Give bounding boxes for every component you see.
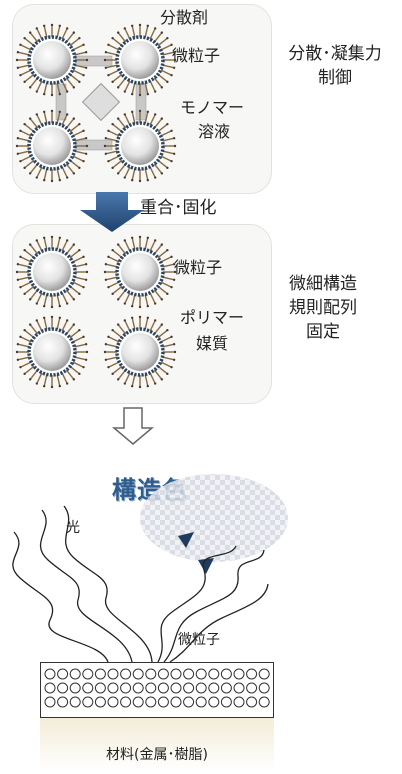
microparticle <box>103 23 177 97</box>
material-particle <box>220 696 232 708</box>
material-particle <box>258 696 270 708</box>
light-wave-2 <box>39 509 133 663</box>
material-particle <box>120 682 132 694</box>
material-particle <box>145 668 157 680</box>
polymerize-label: 重合･固化 <box>140 198 217 218</box>
material-particles <box>44 668 270 708</box>
light-wave-1 <box>12 531 109 663</box>
monomer-connectors <box>55 55 147 151</box>
material-particle <box>157 668 169 680</box>
particle-label-top: 微粒子 <box>172 46 221 65</box>
microparticle <box>103 315 177 389</box>
monomer-label: モノマー <box>180 98 245 117</box>
solution-label: 溶液 <box>198 122 231 141</box>
material-particle <box>258 682 270 694</box>
material-particle <box>69 696 81 708</box>
polymer-label: ポリマー <box>180 308 245 327</box>
material-particle <box>82 696 94 708</box>
material-particle <box>233 668 245 680</box>
material-particle <box>132 668 144 680</box>
microparticle <box>15 23 89 97</box>
light-label: 光 <box>66 520 80 536</box>
light-wave-4 <box>157 545 237 663</box>
material-particle <box>208 682 220 694</box>
material-particle <box>183 696 195 708</box>
microparticle <box>103 109 177 183</box>
material-particle <box>195 668 207 680</box>
particle-label-bottom: 微粒子 <box>178 632 220 648</box>
particle-label-mid: 微粒子 <box>174 258 223 277</box>
material-particle <box>145 696 157 708</box>
material-particle <box>170 682 182 694</box>
material-particle <box>44 696 56 708</box>
microparticle <box>15 235 89 309</box>
microparticle <box>103 235 177 309</box>
material-particle <box>170 668 182 680</box>
material-particle <box>183 668 195 680</box>
material-particle <box>94 696 106 708</box>
material-particle <box>220 668 232 680</box>
material-particle <box>94 682 106 694</box>
material-particle <box>120 668 132 680</box>
microparticle <box>15 109 89 183</box>
control-label-line2: 制御 <box>318 68 352 88</box>
material-particle <box>246 668 258 680</box>
material-particle <box>132 696 144 708</box>
microparticle <box>15 315 89 389</box>
material-particle <box>233 682 245 694</box>
material-particle <box>44 668 56 680</box>
control-label-line1: 分散･凝集力 <box>288 44 382 64</box>
material-particle <box>82 682 94 694</box>
light-wave-6 <box>169 583 269 663</box>
material-particle <box>208 668 220 680</box>
control-label: 分散･凝集力 制御 <box>270 42 400 90</box>
material-particle <box>69 668 81 680</box>
fix-label-line3: 固定 <box>306 322 340 342</box>
material-particle <box>195 682 207 694</box>
material-particle <box>157 682 169 694</box>
light-waves <box>12 505 269 663</box>
material-base: 材料(金属･樹脂) <box>40 718 274 772</box>
blue-down-arrow <box>80 192 144 232</box>
material-particle <box>132 682 144 694</box>
material-particle <box>157 696 169 708</box>
material-particle <box>208 696 220 708</box>
material-particle <box>107 696 119 708</box>
material-particle <box>258 668 270 680</box>
material-particle <box>57 696 69 708</box>
particle-group <box>15 23 177 389</box>
material-particle <box>145 682 157 694</box>
material-particle <box>44 682 56 694</box>
material-particle <box>57 682 69 694</box>
material-particle <box>246 696 258 708</box>
reflection-marker-2 <box>198 558 214 574</box>
material-particle <box>94 668 106 680</box>
structural-color-pattern <box>140 474 288 562</box>
material-particle <box>170 696 182 708</box>
material-particle <box>120 696 132 708</box>
material-particle <box>57 668 69 680</box>
outline-down-arrow <box>111 407 155 445</box>
material-particle <box>82 668 94 680</box>
fix-label: 微細構造 規則配列 固定 <box>268 272 378 344</box>
material-particle <box>246 682 258 694</box>
medium-label: 媒質 <box>196 334 229 353</box>
material-label: 材料(金属･樹脂) <box>106 747 208 763</box>
material-particle <box>183 682 195 694</box>
light-wave-3 <box>63 505 153 663</box>
material-particle <box>220 682 232 694</box>
fix-label-line2: 規則配列 <box>289 298 357 318</box>
material-particle <box>107 668 119 680</box>
light-wave-5 <box>163 549 265 663</box>
reflection-marker-1 <box>178 532 194 548</box>
material-particle <box>195 696 207 708</box>
material-particle <box>107 682 119 694</box>
material-particle <box>233 696 245 708</box>
material-particle <box>69 682 81 694</box>
fix-label-line1: 微細構造 <box>289 274 357 294</box>
dispersant-label: 分散剤 <box>160 8 209 27</box>
